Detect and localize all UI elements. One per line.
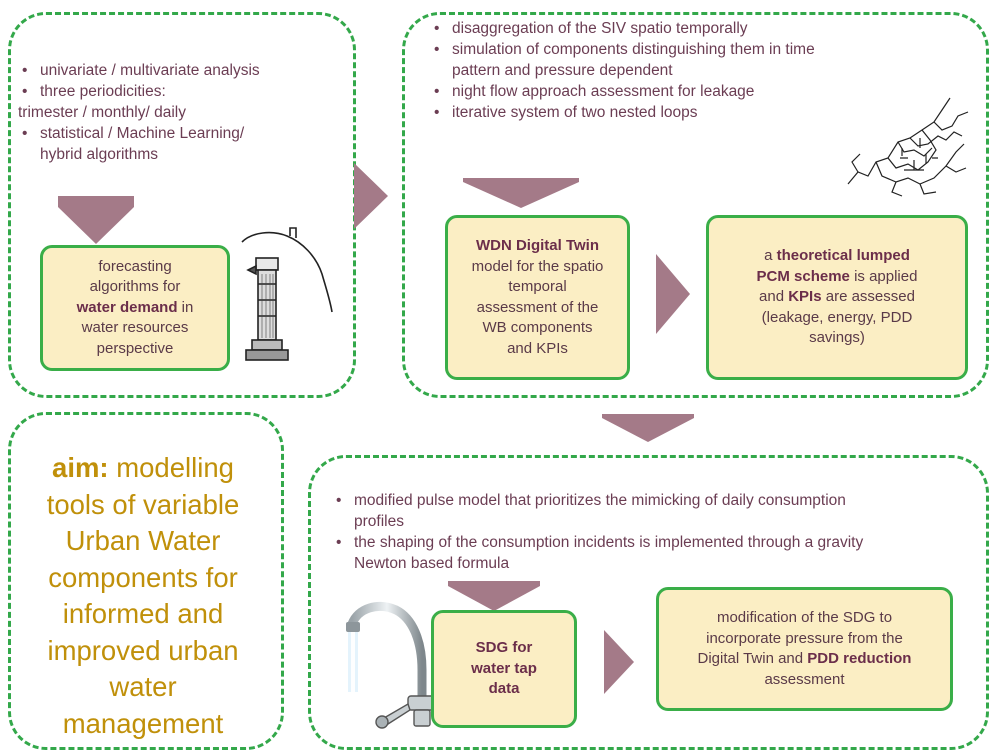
pcm-card-text: is applied — [849, 267, 918, 285]
twin-card-line: temporal — [508, 278, 567, 295]
mod-card-line: Digital Twin and PDD reduction — [698, 649, 912, 670]
network-map-icon — [847, 97, 969, 197]
down-arrow-sdg — [448, 581, 540, 611]
twin-card-line: and KPIs — [507, 339, 568, 357]
twin-bullet-item: pattern and pressure dependent — [452, 62, 673, 79]
mod-card-text: Digital Twin and — [697, 650, 808, 667]
right-arrow-sdg-to-mod — [604, 630, 634, 694]
digital-twin-card: WDN Digital Twin model for the spatio te… — [445, 215, 630, 380]
pcm-card-line: (leakage, energy, PDD — [761, 308, 913, 326]
sdg-bullet-item: modified pulse model that prioritizes th… — [332, 490, 982, 511]
digital-twin-bullet-list: disaggregation of the SIV spatio tempora… — [430, 18, 950, 123]
pcm-card-line: a theoretical lumped — [764, 246, 910, 267]
pcm-card-line: PCM scheme is applied — [757, 267, 918, 288]
aim-line: Urban Water — [65, 525, 221, 556]
twin-bullet-item: disaggregation of the SIV spatio tempora… — [430, 18, 950, 39]
modification-card: modification of the SDG to incorporate p… — [656, 587, 953, 711]
sdg-card-line: data — [488, 680, 520, 698]
aim-line: aim: modelling — [12, 450, 274, 487]
twin-card-line: assessment of the — [476, 298, 599, 316]
sdg-card-line: water tap — [471, 659, 537, 677]
right-arrow-forecast-to-twin — [354, 163, 388, 229]
down-arrow-forecast — [58, 196, 134, 244]
sdg-card: SDG for water tap data — [431, 610, 577, 728]
pcm-card-text: are assessed — [821, 288, 915, 306]
forecast-card: forecasting algorithms for water demand … — [40, 245, 230, 371]
forecast-bullet-list: univariate / multivariate analysisthree … — [18, 60, 348, 165]
sdg-bullet-item: the shaping of the consumption incidents… — [332, 532, 982, 553]
pcm-card-line: savings) — [809, 329, 865, 347]
down-arrow-twin — [463, 178, 579, 208]
aim-label: aim: — [52, 452, 109, 483]
digital-twin-box — [402, 12, 989, 398]
aim-text: modelling — [116, 452, 234, 483]
pcm-card-text: a — [764, 247, 777, 265]
forecast-bullet-item: trimester / monthly/ daily — [18, 104, 186, 121]
forecast-bullet-item: statistical / Machine Learning/ — [18, 123, 348, 144]
forecast-bullet-item: univariate / multivariate analysis — [18, 60, 348, 81]
aim-line: informed and — [62, 598, 224, 629]
forecast-card-bold: water demand — [76, 298, 178, 316]
mod-card-line: modification of the SDG to — [716, 609, 893, 626]
aim-statement: aim: modelling tools of variable Urban W… — [12, 450, 274, 742]
aim-line: improved urban — [47, 634, 239, 666]
pcm-card-bold: PCM scheme — [756, 267, 850, 285]
twin-card-line: WB components — [482, 319, 593, 336]
forecast-card-line: water resources — [81, 319, 189, 337]
sdg-bullet-list: modified pulse model that prioritizes th… — [332, 490, 982, 574]
sdg-bullet-item: Newton based formula — [354, 555, 510, 572]
aim-line: management — [62, 707, 224, 739]
twin-card-line: model for the spatio — [471, 257, 604, 275]
pcm-card-bold: KPIs — [788, 288, 822, 306]
pcm-card-bold: theoretical lumped — [776, 247, 910, 265]
forecast-bullet-item: hybrid algorithms — [40, 146, 159, 163]
right-arrow-twin-to-pcm — [656, 254, 690, 334]
forecast-card-text: in — [177, 298, 194, 316]
mod-card-bold: PDD reduction — [807, 650, 912, 667]
down-arrow-twin-to-sdg — [602, 414, 694, 442]
forecast-bullet-item: three periodicities: — [18, 81, 348, 102]
forecast-card-line: algorithms for — [89, 278, 181, 296]
aim-box — [8, 412, 284, 750]
forecast-card-line: perspective — [96, 339, 174, 357]
aim-line: water — [109, 671, 177, 702]
aim-line: tools of variable — [46, 488, 240, 520]
sdg-bullet-item: profiles — [354, 513, 404, 530]
pcm-card-text: and — [759, 288, 789, 306]
twin-card-line: WDN Digital Twin — [476, 236, 599, 257]
twin-card-bold: WDN Digital Twin — [475, 237, 600, 254]
mod-card-line: assessment — [764, 670, 845, 688]
forecast-card-line: water demand in — [77, 298, 194, 319]
water-pump-icon — [241, 227, 333, 361]
twin-bullet-item: iterative system of two nested loops — [430, 102, 950, 123]
mod-card-line: incorporate pressure from the — [706, 629, 903, 647]
sdg-box — [308, 455, 989, 750]
forecast-card-line: forecasting — [98, 257, 172, 275]
pcm-card: a theoretical lumped PCM scheme is appli… — [706, 215, 968, 380]
twin-bullet-item: simulation of components distinguishing … — [430, 39, 950, 60]
aim-line: components for — [48, 561, 238, 593]
pcm-card-line: and KPIs are assessed — [759, 287, 915, 308]
water-tap-icon — [346, 602, 437, 729]
twin-bullet-item: night flow approach assessment for leaka… — [430, 81, 950, 102]
sdg-card-line: SDG for — [475, 639, 533, 657]
